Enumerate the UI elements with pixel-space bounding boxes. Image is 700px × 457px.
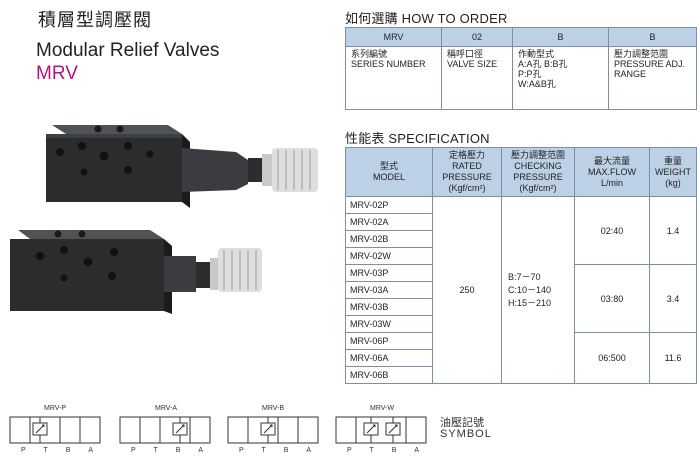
spec-model-cell: MRV-02B [345,230,433,248]
order-header-range: B [608,27,697,47]
port-label: P [130,447,136,454]
symbol-diagram [227,416,319,444]
symbol-label: MRV-A [155,405,178,412]
symbol-label: MRV-B [262,405,285,412]
spec-model-cell: MRV-03P [345,264,433,282]
port-label: T [261,447,266,454]
port-label: B [65,447,71,454]
title-english: Modular Relief Valves [36,40,220,61]
specification-heading: 性能表 SPECIFICATION [345,131,490,146]
spec-model-cell: MRV-02P [345,196,433,214]
symbol-diagram [335,416,427,444]
port-label: P [238,447,244,454]
port-label: A [306,447,312,454]
symbol-label: MRV-W [370,405,394,412]
how-to-order-heading: 如何選購 HOW TO ORDER [345,11,508,26]
port-label: B [391,447,397,454]
port-label: B [283,447,289,454]
port-label: P [346,447,352,454]
symbol-diagram [9,416,101,444]
order-header-size: 02 [441,27,513,47]
hydraulic-symbols: MRV-P P T B A MRV-A P T B A MRV-B P T B A MRV-… [8,405,433,457]
spec-model-cell: MRV-03A [345,281,433,299]
title-code: MRV [36,63,78,84]
symbol-title: 油壓記號 SYMBOL [440,417,492,440]
spec-model-cell: MRV-03W [345,315,433,333]
port-label: T [153,447,158,454]
spec-model-cell: MRV-03B [345,298,433,316]
port-label: A [88,447,94,454]
port-label: A [414,447,420,454]
spec-flow-cell: 06:500 [574,332,650,384]
symbol-label: MRV-P [44,405,67,412]
spec-model-cell: MRV-06A [345,349,433,367]
spec-flow-cell: 03:80 [574,264,650,333]
symbol-diagram [119,416,211,444]
valve-product-photo [10,125,318,314]
spec-model-cell: MRV-06P [345,332,433,350]
port-label: T [43,447,48,454]
spec-model-cell: MRV-06B [345,366,433,384]
title-chinese: 積層型調壓閥 [38,10,152,30]
spec-model-cell: MRV-02W [345,247,433,265]
port-label: A [198,447,204,454]
spec-rated-cell: 250 [432,196,502,384]
spec-weight-cell: 11.6 [649,332,697,384]
spec-flow-cell: 02:40 [574,196,650,265]
order-header-type: B [512,27,609,47]
spec-checking-cell: B:7－70 C:10－140 H:15－210 [501,196,575,384]
spec-weight-cell: 1.4 [649,196,697,265]
order-header-series: MRV [345,27,442,47]
port-label: P [20,447,26,454]
spec-weight-cell: 3.4 [649,264,697,333]
spec-model-cell: MRV-02A [345,213,433,231]
port-label: T [369,447,374,454]
port-label: B [175,447,181,454]
